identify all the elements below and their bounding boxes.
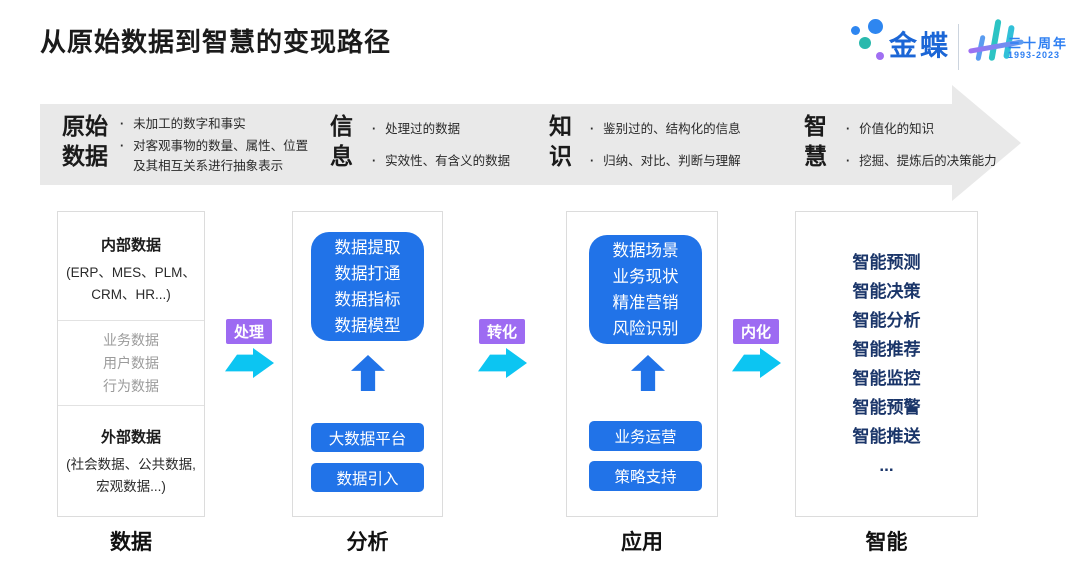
column-label-intelligence: 智能 — [865, 531, 908, 554]
stage-bullet: 未加工的数字和事实 — [120, 114, 320, 134]
kingdee-wordmark: 金蝶 — [889, 30, 952, 61]
intelligence-column-box — [795, 211, 978, 517]
big-data-platform-chip: 大数据平台 — [311, 423, 424, 452]
stage-bullet: 鉴别过的、结构化的信息 — [590, 119, 795, 139]
intelligence-list: 智能预测 智能决策 智能分析 智能推荐 智能监控 智能预警 智能推送 ... — [795, 248, 978, 480]
flow-arrow-icon — [478, 348, 527, 378]
stage-bullet: 归纳、对比、判断与理解 — [590, 151, 795, 171]
list-item: 智能决策 — [852, 282, 921, 301]
banner-arrowhead — [952, 85, 1021, 201]
stage-bullet: 实效性、有含义的数据 — [372, 151, 552, 171]
list-item: 智能分析 — [852, 311, 921, 330]
flow-arrow-icon — [225, 348, 274, 378]
strategy-support-chip: 策略支持 — [589, 461, 702, 491]
list-item: 智能推荐 — [852, 340, 921, 359]
logo-dot-blue-small — [851, 26, 860, 35]
logo-dot-purple — [876, 52, 884, 60]
data-types-section: 业务数据 用户数据 行为数据 — [58, 321, 204, 406]
stage-bullets-raw-data: 未加工的数字和事实 对客观事物的数量、属性、位置及其相互关系进行抽象表示 — [120, 114, 320, 176]
internalize-badge: 内化 — [733, 319, 779, 344]
logo-divider — [958, 24, 959, 70]
column-label-analysis: 分析 — [346, 531, 389, 554]
list-item-ellipsis: ... — [879, 456, 894, 475]
stage-title-wisdom: 智慧 — [804, 113, 827, 169]
list-item: 智能预警 — [852, 398, 921, 417]
process-badge: 处理 — [226, 319, 272, 344]
data-types-list: 业务数据 用户数据 行为数据 — [103, 331, 159, 394]
external-data-section: 外部数据 (社会数据、公共数据, 宏观数据...) — [58, 406, 204, 516]
anniversary-years: 1993-2023 — [1008, 50, 1061, 60]
list-item: 智能监控 — [852, 369, 921, 388]
business-operation-chip: 业务运营 — [589, 421, 702, 451]
stage-title-knowledge: 知识 — [549, 113, 572, 169]
logo-dot-blue-large — [868, 19, 883, 34]
stage-bullet: 对客观事物的数量、属性、位置及其相互关系进行抽象表示 — [120, 136, 320, 176]
list-item: 智能预测 — [852, 253, 921, 272]
data-ingest-chip: 数据引入 — [311, 463, 424, 492]
stage-bullet: 挖掘、提炼后的决策能力 — [846, 151, 1021, 171]
internal-data-body: (ERP、MES、PLM、 CRM、HR...) — [66, 265, 196, 302]
data-column-box: 内部数据 (ERP、MES、PLM、 CRM、HR...) 业务数据 用户数据 … — [57, 211, 205, 517]
column-label-application: 应用 — [621, 531, 663, 554]
stage-bullet: 价值化的知识 — [846, 119, 1021, 139]
stage-bullets-information: 处理过的数据 实效性、有含义的数据 — [372, 119, 552, 171]
internal-data-heading: 内部数据 — [100, 237, 161, 254]
stage-title-raw-data: 原始数据 — [62, 113, 108, 169]
external-data-heading: 外部数据 — [100, 429, 161, 446]
application-scenarios-box: 数据场景 业务现状 精准营销 风险识别 — [589, 235, 702, 344]
mark-stroke-teal-1 — [988, 18, 1002, 62]
stage-bullets-knowledge: 鉴别过的、结构化的信息 归纳、对比、判断与理解 — [590, 119, 795, 171]
stage-bullet: 处理过的数据 — [372, 119, 552, 139]
kingdee-logo: 金蝶 三十周年 1993-2023 — [845, 16, 1069, 78]
logo-dot-teal — [859, 37, 871, 49]
analysis-capabilities-box: 数据提取 数据打通 数据指标 数据模型 — [311, 232, 424, 341]
stage-title-information: 信息 — [330, 113, 353, 169]
flow-arrow-icon — [732, 348, 781, 378]
column-label-data: 数据 — [110, 531, 152, 554]
stage-bullets-wisdom: 价值化的知识 挖掘、提炼后的决策能力 — [846, 119, 1021, 171]
page-title: 从原始数据到智慧的变现路径 — [40, 27, 392, 57]
list-item: 智能推送 — [852, 427, 921, 446]
anniversary-title: 三十周年 — [1008, 36, 1069, 51]
transform-badge: 转化 — [479, 319, 525, 344]
external-data-body: (社会数据、公共数据, 宏观数据...) — [66, 457, 196, 494]
internal-data-section: 内部数据 (ERP、MES、PLM、 CRM、HR...) — [58, 212, 204, 321]
